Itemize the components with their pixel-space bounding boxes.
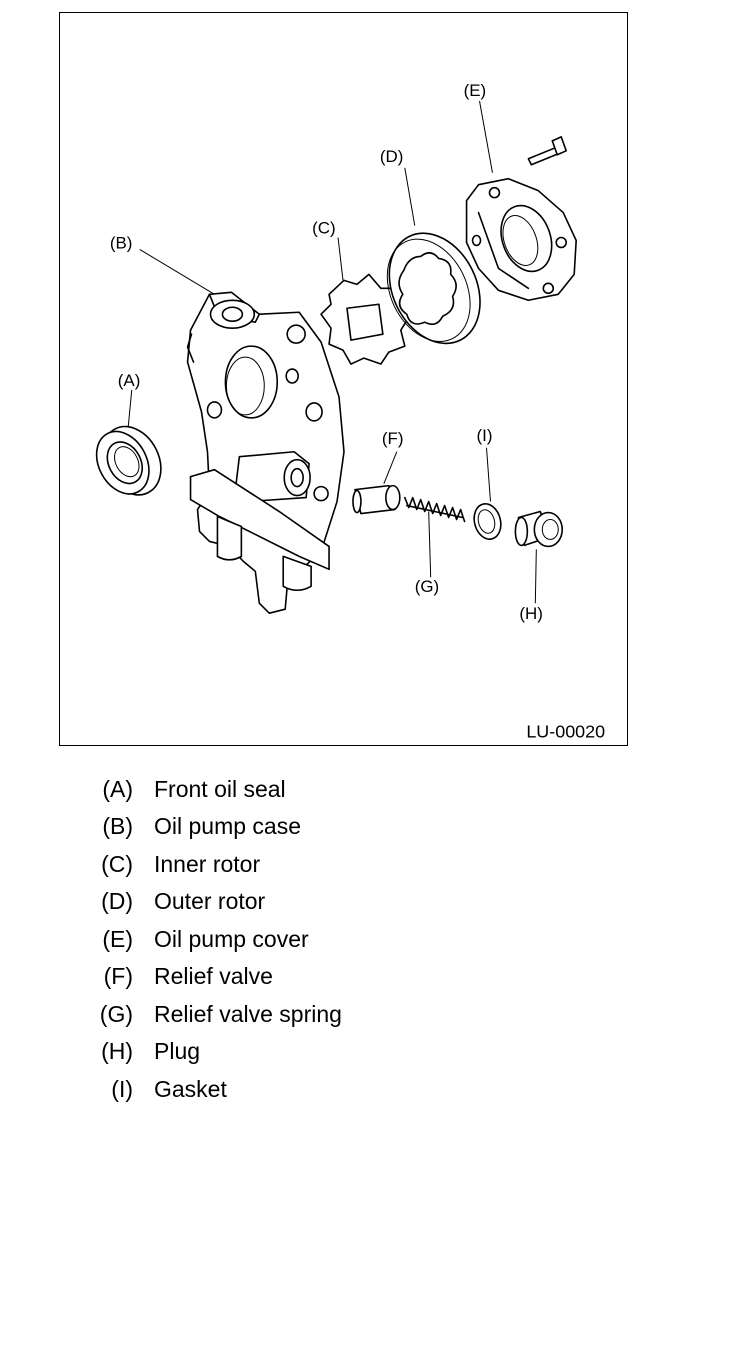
legend-label: Gasket	[154, 1076, 227, 1102]
legend-key: (F)	[103, 963, 133, 989]
legend-label: Oil pump cover	[154, 926, 309, 952]
legend-key: (C)	[101, 851, 133, 877]
callout-g: (G)	[415, 577, 439, 596]
legend-label: Front oil seal	[154, 776, 286, 802]
legend-key: (I)	[111, 1076, 133, 1102]
legend-label: Outer rotor	[154, 888, 266, 914]
inner-rotor-part	[320, 273, 412, 365]
callout-b: (B)	[110, 233, 133, 252]
legend-label: Relief valve spring	[154, 1001, 342, 1027]
legend-label: Relief valve	[154, 963, 273, 989]
leader-lines	[127, 100, 537, 604]
legend-key: (G)	[99, 1001, 133, 1027]
legend-label: Inner rotor	[154, 851, 261, 877]
callout-c: (C)	[312, 219, 336, 238]
relief-valve-spring-part	[403, 496, 466, 523]
oil-pump-case-part	[186, 291, 345, 614]
oil-pump-cover-part	[465, 136, 577, 302]
legend-key: (E)	[102, 926, 133, 952]
callout-d: (D)	[380, 147, 404, 166]
legend-label: Plug	[154, 1038, 201, 1064]
callout-f: (F)	[382, 429, 404, 448]
relief-valve-part	[352, 484, 401, 515]
legend-key: (H)	[101, 1038, 133, 1064]
outer-rotor-part	[386, 232, 481, 345]
front-oil-seal-part	[95, 425, 162, 496]
plug-part	[514, 510, 564, 548]
legend-label: Oil pump case	[154, 813, 302, 839]
legend-key: (B)	[102, 813, 133, 839]
callout-h: (H)	[519, 604, 543, 623]
callout-a: (A)	[118, 371, 141, 390]
callout-i: (I)	[477, 426, 493, 445]
legend-key: (A)	[102, 776, 133, 802]
legend-key: (D)	[101, 888, 133, 914]
exploded-diagram: (B) (A) (C) (D) (E) (F) (I) (G) (H) LU-0…	[59, 12, 628, 746]
figure-reference-code: LU-00020	[526, 722, 605, 742]
gasket-part	[473, 503, 502, 540]
callout-e: (E)	[464, 81, 487, 100]
